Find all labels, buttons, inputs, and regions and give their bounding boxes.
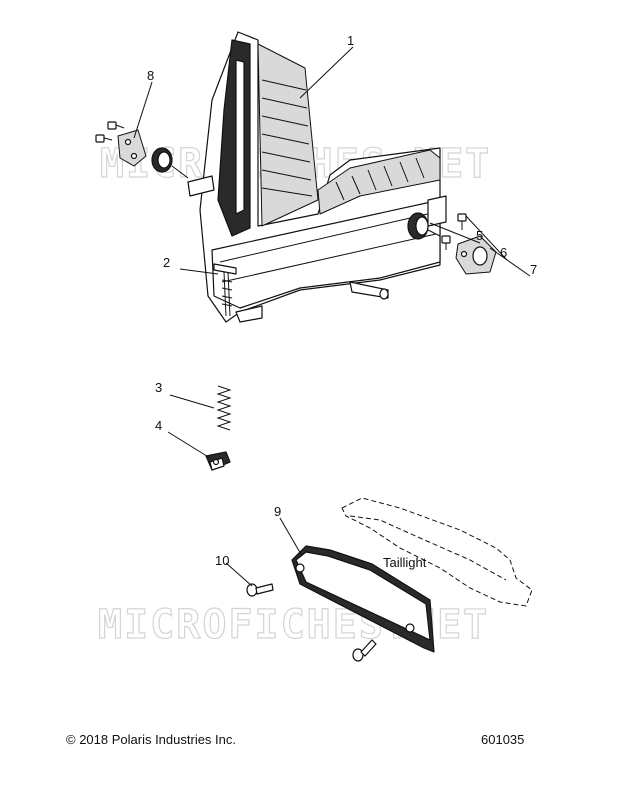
callout-1: 1 bbox=[347, 33, 354, 48]
callout-10: 10 bbox=[215, 553, 229, 568]
copyright-text: © 2018 Polaris Industries Inc. bbox=[66, 732, 236, 747]
callout-3: 3 bbox=[155, 380, 162, 395]
adjuster-screw-part-2 bbox=[213, 263, 237, 317]
spring-part-3 bbox=[216, 385, 232, 431]
screw-part-10-b bbox=[352, 639, 377, 662]
taillight-outline bbox=[341, 497, 533, 607]
bracket-part-7 bbox=[455, 235, 497, 275]
bracket-part-8 bbox=[117, 129, 147, 167]
screw-part-6-b bbox=[441, 235, 451, 250]
callout-2: 2 bbox=[163, 255, 170, 270]
callout-4: 4 bbox=[155, 418, 162, 433]
screw-part-6 bbox=[457, 213, 467, 230]
leader-lines bbox=[133, 46, 531, 587]
screw-part-8-a bbox=[107, 121, 125, 130]
screw-part-8-b bbox=[95, 134, 113, 143]
document-number: 601035 bbox=[481, 732, 525, 747]
taillight-label: Taillight bbox=[383, 555, 427, 570]
headlight-assembly bbox=[187, 31, 447, 323]
callout-7: 7 bbox=[530, 262, 537, 277]
clip-part-4 bbox=[205, 451, 231, 471]
callout-6: 6 bbox=[500, 245, 507, 260]
callout-9: 9 bbox=[274, 504, 281, 519]
grommet-part-8 bbox=[151, 147, 189, 179]
lens-part-9 bbox=[291, 545, 435, 653]
callout-5: 5 bbox=[476, 228, 483, 243]
screw-part-10 bbox=[246, 583, 274, 597]
grommet-part-5 bbox=[407, 212, 441, 240]
callout-8: 8 bbox=[147, 68, 154, 83]
